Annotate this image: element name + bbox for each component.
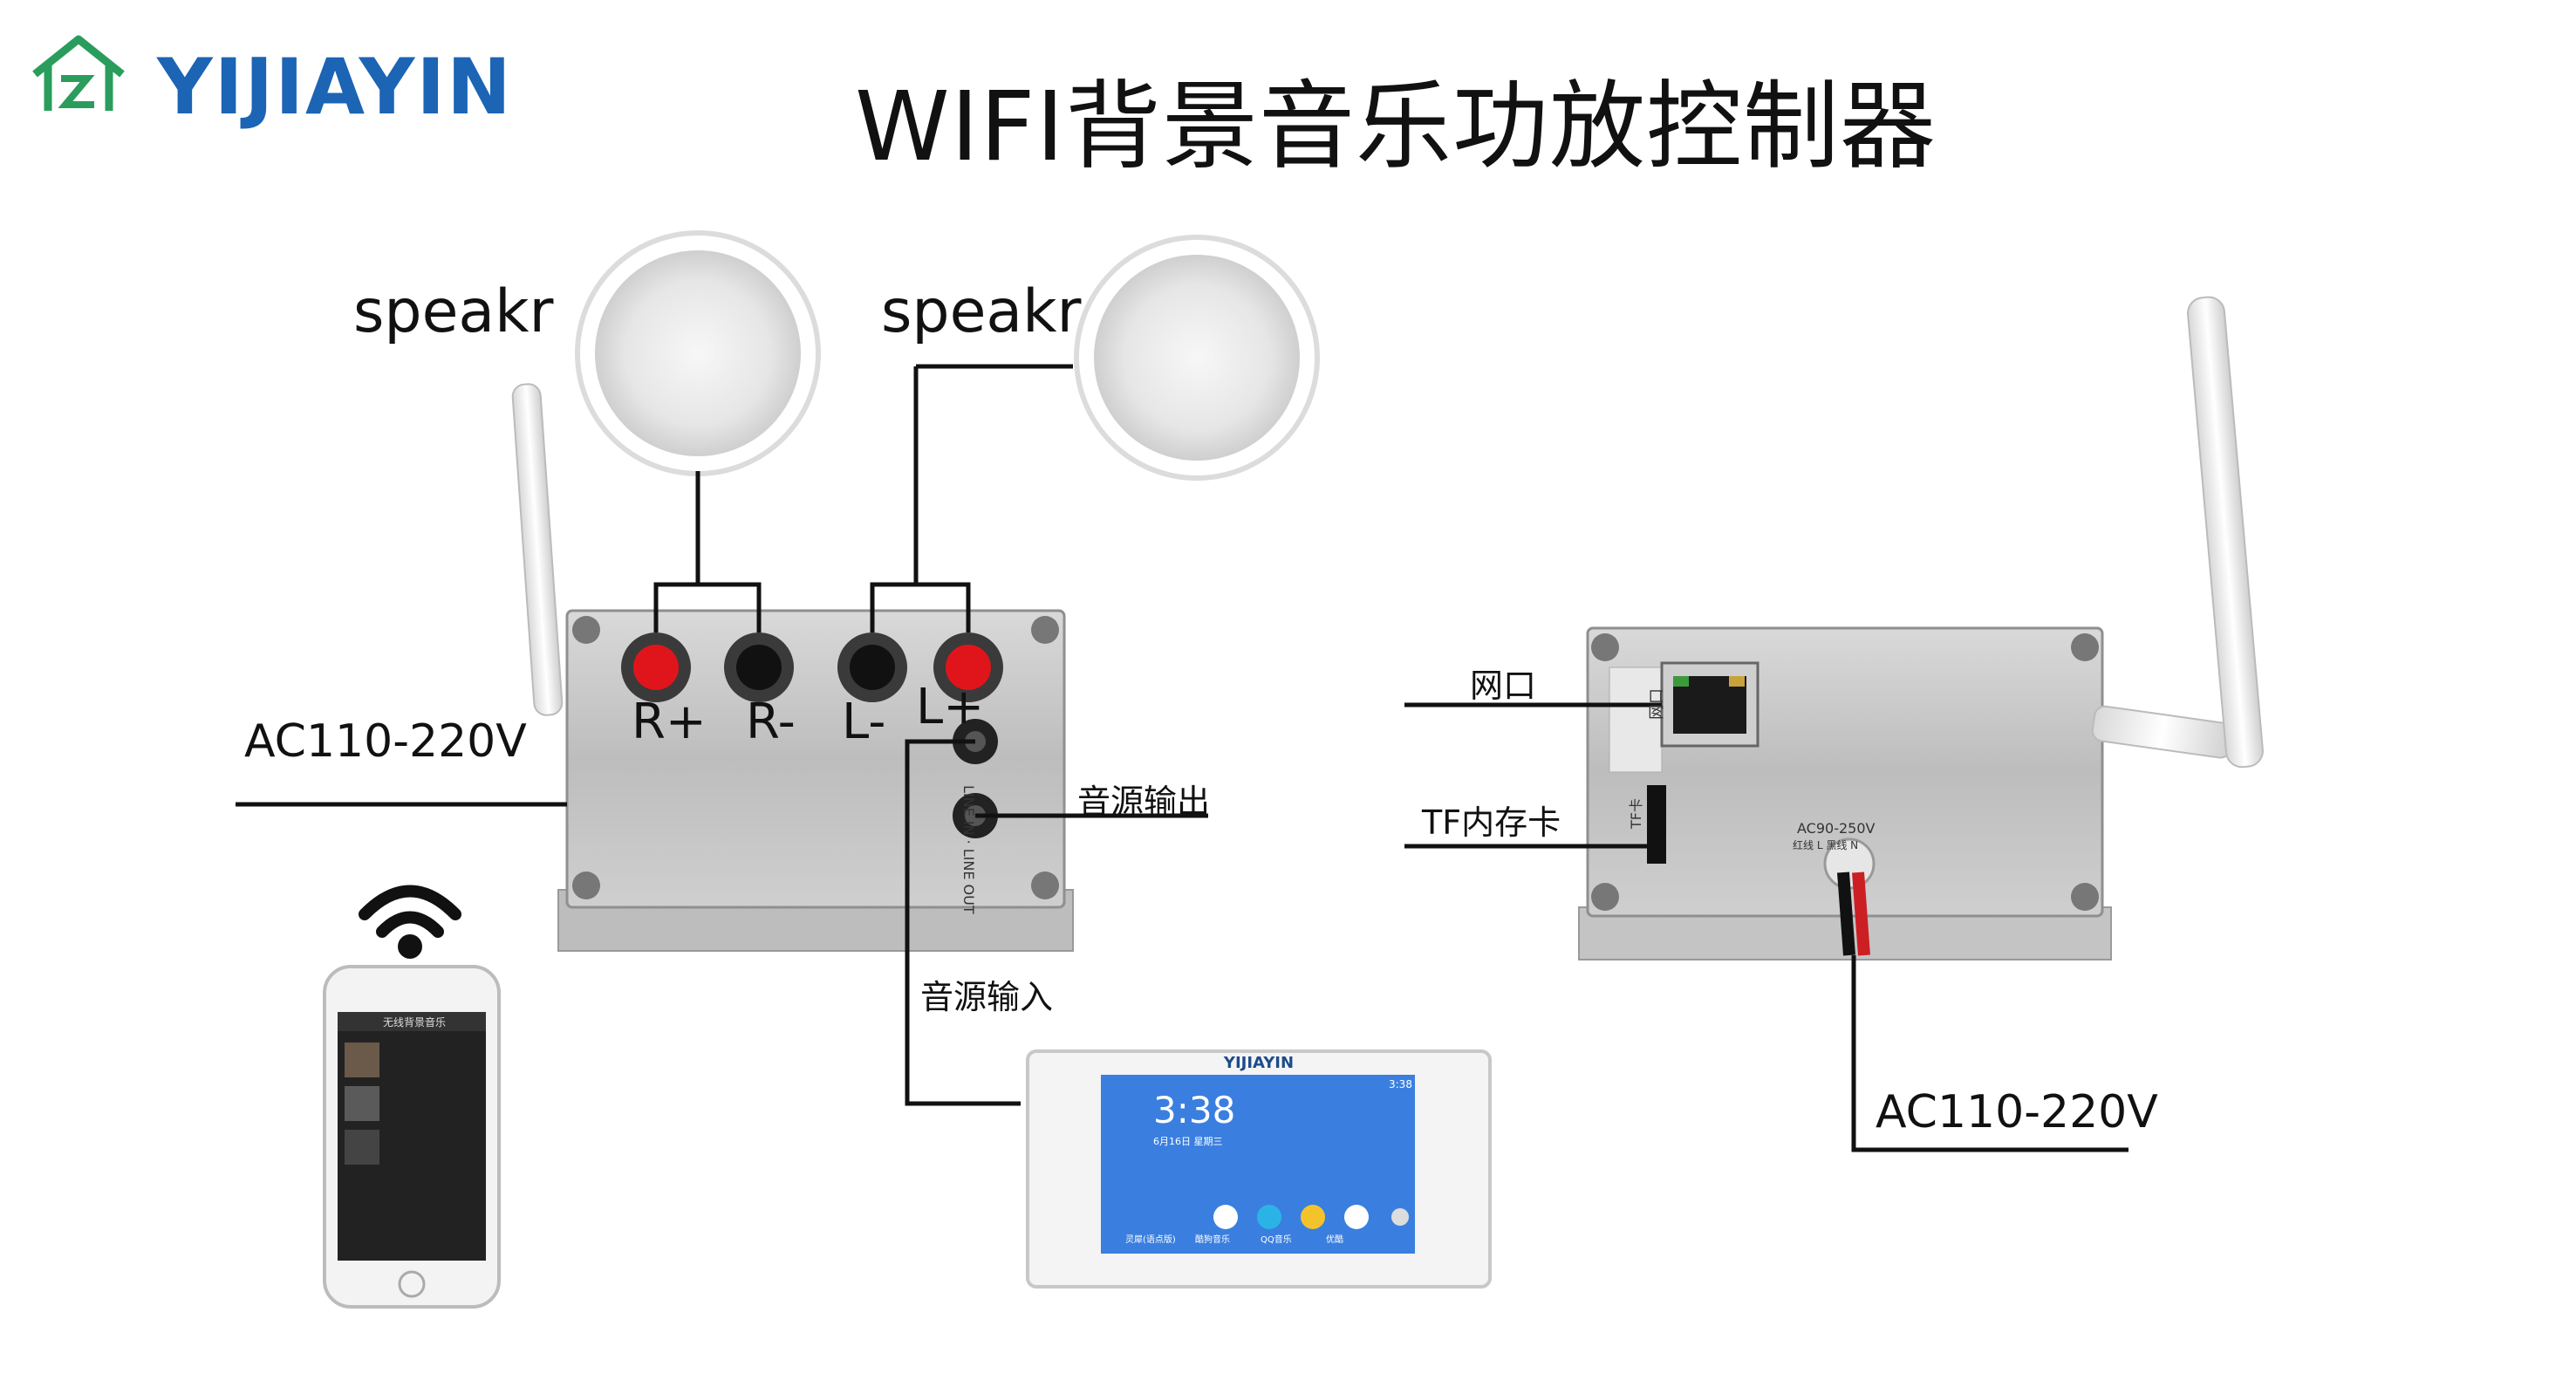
tf-slot-print: TF卡	[1628, 798, 1644, 829]
tablet-app-1: 灵犀(语点版)	[1125, 1235, 1176, 1245]
tablet-app-3: QQ音乐	[1261, 1235, 1292, 1245]
amp-front-device	[557, 609, 1074, 952]
brand-logo: YIJIAYIN	[26, 26, 1073, 132]
back-power-label: AC110-220V	[1876, 1086, 2158, 1138]
terminal-l-plus: L+	[916, 679, 985, 735]
house-logo-icon	[32, 35, 125, 111]
speaker-right-label: speakr	[881, 277, 1082, 346]
page-title: WIFI背景音乐功放控制器	[855, 71, 1937, 182]
amp-back-device	[1578, 296, 2264, 960]
rating-print: AC90-250V	[1797, 820, 1876, 837]
phone-screen-title: 无线背景音乐	[382, 1016, 446, 1029]
touch-panel	[1026, 1049, 1492, 1289]
brand-name: YIJIAYIN	[157, 42, 513, 132]
terminal-r-plus: R+	[632, 694, 707, 750]
tablet-date: 6月16日 星期三	[1153, 1136, 1223, 1147]
terminal-l-minus: L-	[842, 694, 886, 750]
audio-out-label: 音源输出	[1077, 783, 1211, 821]
speaker-left-label: speakr	[353, 277, 554, 346]
tf-card-label: TF内存卡	[1422, 803, 1561, 842]
smartphone	[323, 965, 501, 1309]
tablet-status-time: 3:38	[1389, 1078, 1412, 1090]
speaker-right	[1074, 235, 1320, 481]
speaker-left	[575, 230, 821, 476]
front-antenna	[511, 383, 564, 716]
lan-port-print: 网口	[1648, 688, 1666, 720]
terminal-r-minus: R-	[746, 694, 796, 750]
amp-side-print: LINE IN · LINE OUT	[960, 785, 977, 914]
tablet-brand: YIJIAYIN	[1223, 1054, 1295, 1072]
tablet-clock: 3:38	[1153, 1089, 1236, 1131]
front-power-label: AC110-220V	[244, 715, 527, 768]
wiring-lines	[236, 364, 2128, 1152]
wire-print: 红线 L 黑线 N	[1793, 839, 1859, 851]
tablet-app-2: 酷狗音乐	[1195, 1235, 1230, 1245]
wifi-icon	[359, 885, 461, 959]
lan-label: 网口	[1470, 666, 1537, 705]
tablet-app-4: 优酷	[1326, 1235, 1343, 1245]
audio-in-label: 音源输入	[920, 978, 1054, 1016]
